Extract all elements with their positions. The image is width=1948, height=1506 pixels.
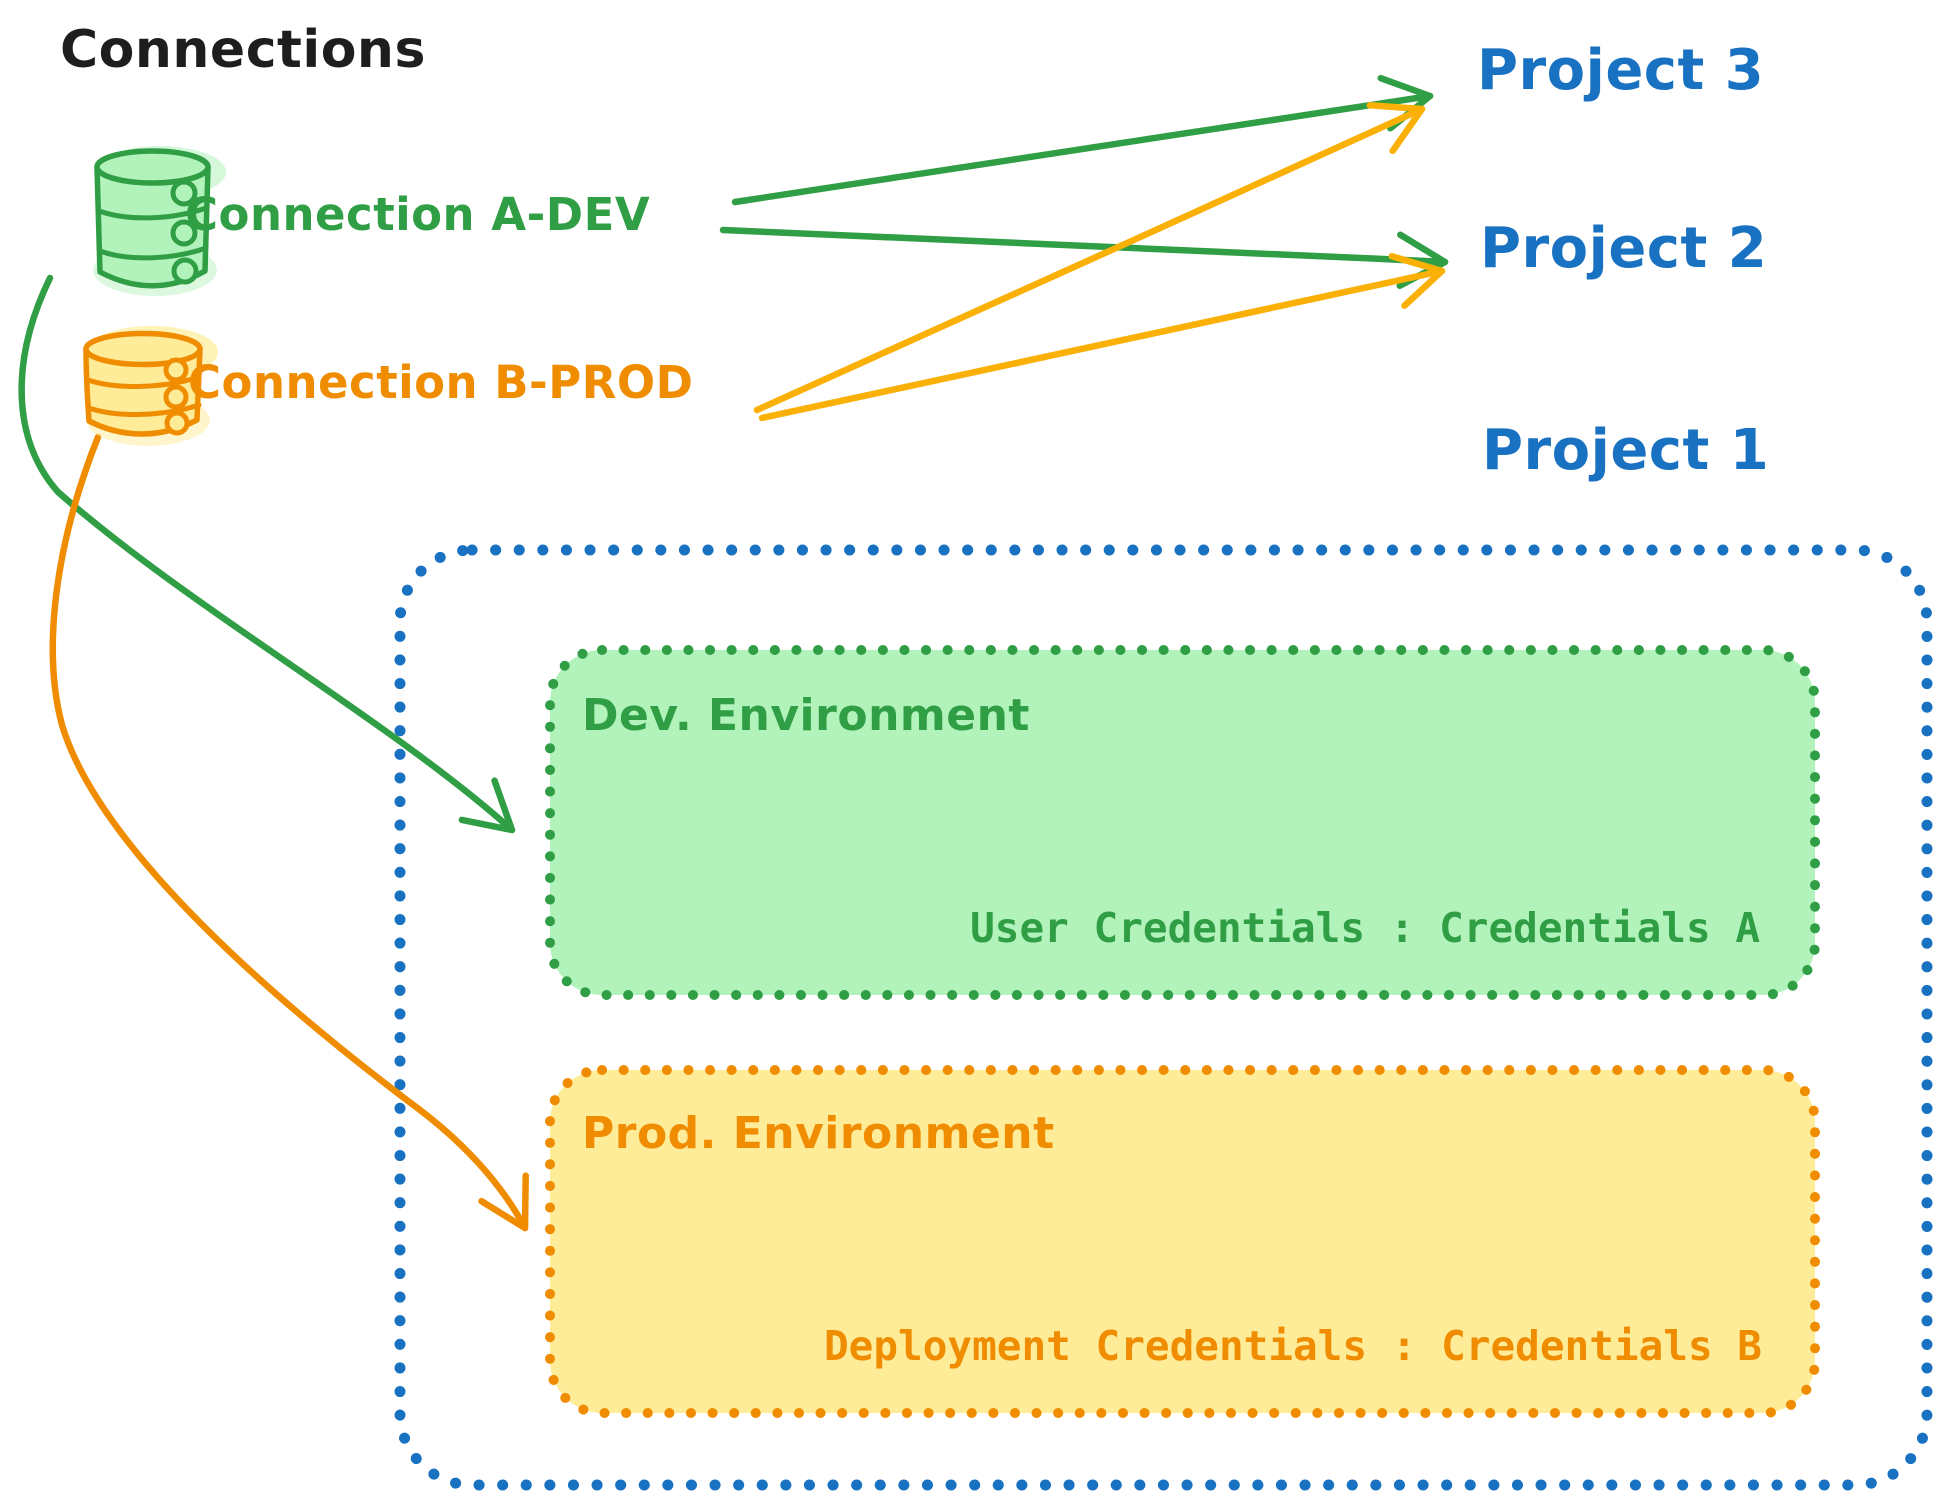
dev-environment-box — [545, 645, 1820, 1000]
arrow-a-dev-to-project3 — [731, 74, 1434, 206]
arrow-b-prod-to-prod-environment — [49, 433, 529, 1232]
project-1-label: Project 1 — [1482, 418, 1770, 483]
arrow-a-dev-to-dev-environment — [18, 274, 516, 834]
connection-b-prod-label: Connection B-PROD — [188, 356, 694, 409]
arrow-b-prod-to-project3 — [753, 102, 1426, 414]
project-2-label: Project 2 — [1480, 216, 1768, 281]
prod-environment-credentials: Deployment Credentials : Credentials B — [824, 1322, 1762, 1370]
prod-environment-title: Prod. Environment — [582, 1108, 1055, 1159]
diagram-title: Connections — [60, 20, 426, 80]
dev-environment-title: Dev. Environment — [582, 690, 1030, 741]
prod-environment-box — [545, 1065, 1820, 1418]
dev-environment-credentials: User Credentials : Credentials A — [970, 904, 1760, 952]
project1-container-box — [394, 544, 1933, 1491]
arrow-a-dev-to-project2 — [719, 226, 1449, 290]
database-icon-prod — [83, 326, 218, 446]
arrow-b-prod-to-project2 — [758, 253, 1446, 422]
database-icon-dev — [93, 146, 226, 296]
project-3-label: Project 3 — [1477, 38, 1765, 103]
connection-a-dev-label: Connection A-DEV — [185, 188, 651, 241]
